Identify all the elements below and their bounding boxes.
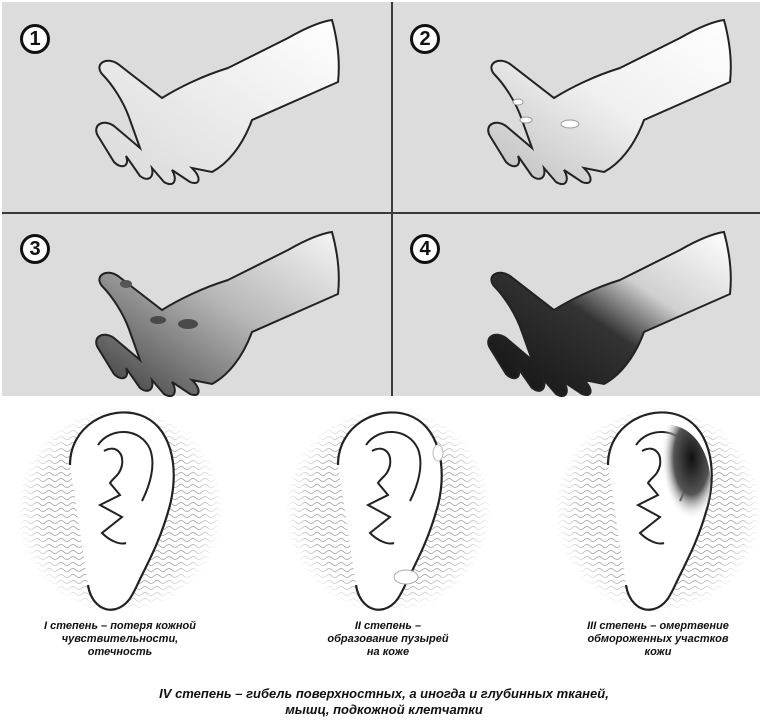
- blister-mark: [394, 570, 418, 584]
- caption-line: образование пузырей: [278, 633, 498, 646]
- blister-mark: [433, 445, 443, 461]
- blister-mark: [513, 99, 523, 105]
- panel-1: 1: [2, 2, 382, 202]
- ear-stage-1-illustration: [10, 405, 230, 615]
- caption-line: на коже: [278, 646, 498, 659]
- caption-line: чувствительности,: [10, 633, 230, 646]
- necrosis-patch: [120, 280, 132, 288]
- panel-2: 2: [394, 2, 768, 202]
- panel-4: 4: [394, 214, 768, 414]
- caption-stage-1: I степень – потеря кожной чувствительнос…: [10, 620, 230, 659]
- hand-stage-2-illustration: [394, 2, 768, 202]
- caption-stage-3: III степень – омертвение обмороженных уч…: [548, 620, 768, 659]
- hand-stage-3-illustration: [2, 214, 382, 399]
- caption-line: I степень – потеря кожной: [10, 620, 230, 633]
- footer-line: мышц, подкожной клетчатки: [0, 702, 768, 718]
- caption-line: II степень –: [278, 620, 498, 633]
- blister-mark: [520, 117, 532, 123]
- necrosis-patch: [150, 316, 166, 324]
- ear-stage-3-illustration: [548, 405, 768, 615]
- blister-mark: [561, 120, 579, 128]
- caption-line: III степень – омертвение: [548, 620, 768, 633]
- footer-line: IV степень – гибель поверхностных, а ино…: [0, 686, 768, 702]
- footer-caption-stage-4: IV степень – гибель поверхностных, а ино…: [0, 686, 768, 718]
- caption-line: отечность: [10, 646, 230, 659]
- panel-3: 3: [2, 214, 382, 414]
- vertical-divider: [391, 2, 393, 396]
- caption-stage-2: II степень – образование пузырей на коже: [278, 620, 498, 659]
- ear-stage-2-illustration: [278, 405, 498, 615]
- caption-line: обмороженных участков: [548, 633, 768, 646]
- hand-stage-1-illustration: [2, 2, 382, 202]
- horizontal-divider: [2, 212, 760, 214]
- hand-stage-4-illustration: [394, 214, 768, 399]
- necrosis-patch: [178, 319, 198, 329]
- caption-line: кожи: [548, 646, 768, 659]
